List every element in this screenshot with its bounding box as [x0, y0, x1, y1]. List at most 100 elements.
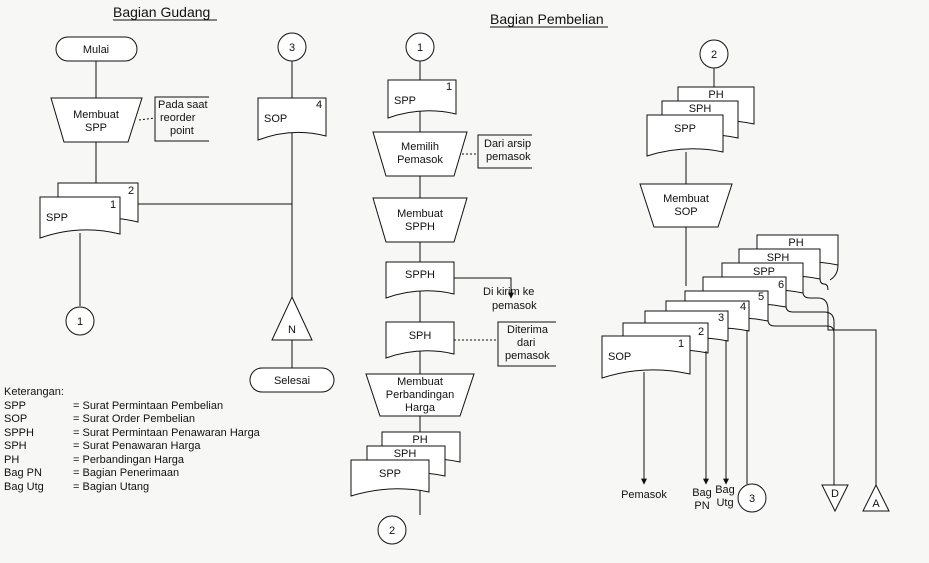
op-line: SPP	[85, 122, 107, 134]
note-line: Di kirim ke	[483, 286, 534, 298]
dest-bagpn-line: Bag	[692, 487, 712, 499]
doc-label-spp: SPP	[379, 468, 401, 480]
annotation-link	[138, 117, 156, 121]
connector-label: 1	[417, 42, 423, 54]
document-spph	[385, 261, 455, 299]
end-terminal	[249, 367, 335, 393]
connector-label: 3	[289, 42, 295, 54]
op-line: SPPH	[405, 221, 435, 233]
connector-label: 2	[389, 525, 395, 537]
manual-op-memilih-pemasok	[372, 131, 468, 177]
copy-number: 3	[718, 312, 724, 324]
copy-number: 5	[758, 291, 764, 303]
op-line: Memilih	[401, 141, 439, 153]
legend-desc: = Bagian Utang	[73, 480, 150, 493]
op-line: Perbandingan	[386, 389, 455, 401]
connector-3-out	[737, 483, 767, 513]
op-line: Membuat	[73, 109, 119, 121]
doc-label-ph: PH	[412, 434, 427, 446]
storage-label: N	[288, 324, 296, 336]
copy-number: 6	[778, 279, 784, 291]
doc-label-ph: PH	[708, 89, 723, 101]
copy-number: 1	[110, 199, 116, 211]
document-sop	[257, 97, 327, 141]
connector-label: 1	[77, 316, 83, 328]
doc-label-sph: SPH	[767, 252, 790, 264]
document-spp	[39, 196, 121, 239]
note-line: Diterima	[507, 324, 549, 336]
note-line: point	[170, 125, 194, 137]
copy-number: 1	[678, 338, 684, 350]
annotation-bracket	[154, 96, 209, 142]
legend-desc: = Perbandingan Harga	[73, 453, 184, 466]
legend-item: Bag Utg= Bagian Utang	[4, 481, 260, 495]
note-line: Pada saat	[158, 99, 208, 111]
manual-op-membuat-spp	[50, 97, 143, 143]
copy-number: 2	[698, 326, 704, 338]
flow-line-ph-out	[819, 277, 829, 291]
op-line: Membuat	[397, 376, 443, 388]
legend-desc: = Bagian Penerimaan	[73, 467, 180, 479]
document-sph	[385, 321, 455, 359]
start-terminal	[55, 36, 138, 62]
op-line: Membuat	[397, 208, 443, 220]
dest-pemasok: Pemasok	[621, 489, 667, 501]
legend-item: SPH= Surat Penawaran Harga	[4, 440, 260, 454]
dest-bagutg-line: Bag	[715, 484, 735, 496]
copy-number: 1	[446, 81, 452, 93]
dest-bagutg-line: Utg	[716, 497, 733, 509]
legend-title: Keterangan:	[4, 386, 64, 398]
legend-desc: = Surat Permintaan Penawaran Harga	[73, 426, 260, 439]
note-line: reorder	[160, 112, 196, 124]
legend: Keterangan: SPP = Surat Permintaan Pembel…	[4, 386, 260, 494]
start-label: Mulai	[83, 44, 109, 56]
flow-line-ph-top	[829, 264, 839, 281]
flow-line-to-a	[802, 291, 877, 485]
note-line: pemasok	[505, 350, 550, 362]
connector-2-out	[377, 515, 407, 545]
doc-label-sop: SOP	[608, 351, 631, 363]
legend-desc: = Surat Permintaan Pembelian	[73, 399, 224, 412]
connector-label: 2	[711, 49, 717, 61]
doc-label-spp: SPP	[46, 212, 68, 224]
flow-line-to-d-back	[785, 305, 835, 330]
storage-label: D	[831, 488, 839, 500]
legend-abbr: SPP	[4, 399, 27, 412]
op-line: Harga	[405, 402, 436, 414]
annotation-bracket	[497, 321, 556, 367]
dest-bagpn-line: PN	[694, 500, 709, 512]
copy-number: 2	[128, 185, 134, 197]
connector-1	[65, 306, 95, 336]
heading-gudang: Bagian Gudang	[113, 4, 210, 20]
doc-label-sph: SPH	[689, 103, 712, 115]
doc-label-sop: SOP	[264, 113, 287, 125]
heading-pembelian: Bagian Pembelian	[490, 11, 604, 27]
flow-line-to-d	[767, 319, 835, 485]
copy-number: 4	[316, 99, 322, 111]
doc-label-ph: PH	[788, 237, 803, 249]
legend-item: PH = Perbandingan Harga	[4, 454, 260, 468]
legend-abbr: Bag PN	[4, 467, 42, 479]
legend-abbr: SPPH	[4, 426, 34, 439]
end-label: Selesai	[274, 375, 310, 387]
legend-desc: = Surat Order Pembelian	[73, 413, 195, 425]
note-line: pemasok	[486, 151, 531, 163]
annotation-bracket	[477, 134, 532, 169]
storage-label: A	[872, 498, 880, 510]
document-spp-in	[387, 79, 457, 119]
note-line: Dari arsip	[484, 138, 531, 150]
manual-op-perbandingan-harga	[365, 373, 475, 417]
copy-number: 4	[740, 301, 746, 313]
legend-desc: = Surat Penawaran Harga	[73, 440, 201, 452]
document-spp	[350, 459, 430, 497]
note-line: pemasok	[492, 300, 537, 312]
offline-storage-a	[862, 483, 890, 512]
flow-arrow-kirim	[454, 277, 514, 299]
connector-label: 3	[749, 493, 755, 505]
document-spp	[646, 114, 724, 157]
legend-abbr: PH	[4, 453, 20, 466]
legend-item: Bag PN = Bagian Penerimaan	[4, 467, 260, 481]
